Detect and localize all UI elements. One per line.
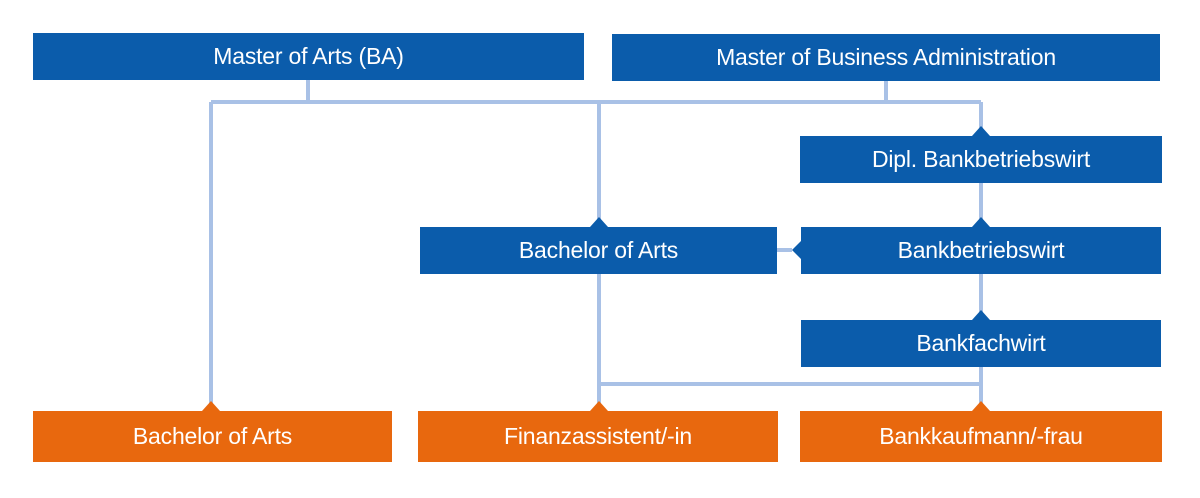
box-master-of-arts-ba: Master of Arts (BA) — [33, 33, 584, 80]
box-label: Bachelor of Arts — [132, 423, 293, 449]
box-master-business-administration: Master of Business Administration — [612, 34, 1160, 81]
arrowhead-dipl — [972, 126, 990, 136]
box-label: Bankkaufmann/-frau — [879, 423, 1083, 449]
box-bachelor-of-arts-middle: Bachelor of Arts — [420, 227, 777, 274]
box-label: Master of Business Administration — [716, 44, 1056, 70]
box-label: Bachelor of Arts — [518, 237, 679, 263]
box-bankbetriebswirt: Bankbetriebswirt — [801, 227, 1161, 274]
arrowhead-bfw — [972, 310, 990, 320]
box-bachelor-of-arts-left: Bachelor of Arts — [33, 411, 392, 462]
box-label: Bankfachwirt — [916, 330, 1046, 356]
box-label: Dipl. Bankbetriebswirt — [871, 146, 1091, 172]
arrowhead-bachelor-left — [202, 401, 220, 411]
box-bankkaufmann: Bankkaufmann/-frau — [800, 411, 1162, 462]
box-label: Finanzassistent/-in — [504, 423, 692, 449]
box-bankfachwirt: Bankfachwirt — [801, 320, 1161, 367]
arrowhead-bbw-side — [792, 241, 801, 259]
box-finanzassistent: Finanzassistent/-in — [418, 411, 778, 462]
arrowhead-bachelor-mid — [590, 217, 608, 227]
box-label: Bankbetriebswirt — [897, 237, 1065, 263]
arrowhead-finanz — [590, 401, 608, 411]
box-dipl-bankbetriebswirt: Dipl. Bankbetriebswirt — [800, 136, 1162, 183]
arrowhead-bbw — [972, 217, 990, 227]
connector-arrowheads-orange — [202, 401, 990, 411]
box-label: Master of Arts (BA) — [213, 43, 404, 69]
arrowhead-bankkauf — [972, 401, 990, 411]
connector-arrowheads — [590, 126, 990, 320]
